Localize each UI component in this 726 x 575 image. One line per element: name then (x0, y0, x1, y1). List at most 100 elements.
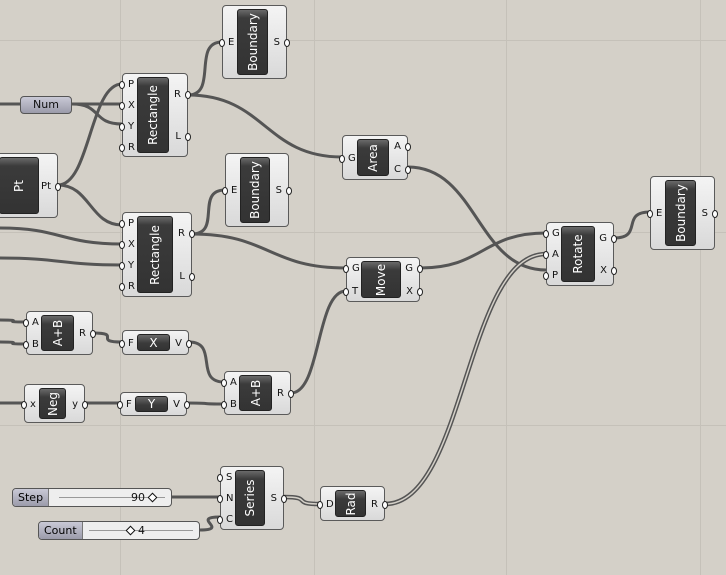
output-param-label: C (394, 163, 401, 175)
input-port[interactable] (543, 251, 549, 259)
output-port[interactable] (405, 143, 411, 152)
input-port[interactable] (119, 262, 125, 271)
input-port[interactable] (217, 516, 223, 525)
slider-knob[interactable] (125, 525, 136, 536)
slider-knob[interactable] (147, 492, 158, 503)
input-port[interactable] (343, 287, 349, 296)
wire (57, 82, 123, 187)
input-port[interactable] (23, 319, 29, 327)
output-param-label: S (270, 493, 277, 504)
input-port[interactable] (23, 341, 29, 349)
input-param-label: P (552, 270, 559, 282)
wire (186, 401, 225, 406)
step-slider[interactable]: Step 90 (12, 488, 172, 507)
component-label: Boundary (245, 13, 260, 71)
input-port[interactable] (119, 339, 125, 348)
input-port[interactable] (543, 272, 549, 281)
output-param-label: R (178, 228, 185, 240)
wire (187, 93, 343, 159)
input-port[interactable] (217, 473, 223, 482)
input-port[interactable] (119, 283, 125, 292)
output-port[interactable] (185, 133, 191, 141)
output-port[interactable] (288, 390, 294, 398)
grid-line (700, 0, 701, 575)
output-port[interactable] (284, 39, 290, 47)
output-port[interactable] (611, 235, 617, 243)
input-port[interactable] (222, 187, 228, 195)
output-port[interactable] (189, 272, 195, 281)
output-param-label: L (179, 270, 185, 282)
output-port[interactable] (185, 91, 191, 99)
output-port[interactable] (82, 400, 88, 409)
output-port[interactable] (184, 401, 190, 409)
input-port[interactable] (647, 210, 653, 218)
input-port[interactable] (221, 401, 227, 409)
grid-line (0, 232, 726, 233)
output-param-label: R (79, 328, 86, 339)
input-port[interactable] (119, 143, 125, 152)
component-label: Move (374, 263, 388, 296)
output-param-label: G (599, 233, 607, 244)
grid-line (314, 0, 315, 575)
num-parameter[interactable]: Num (20, 96, 72, 114)
input-port[interactable] (221, 379, 227, 387)
count-slider[interactable]: Count 4 (38, 521, 200, 540)
input-param-label: E (656, 208, 663, 219)
input-port[interactable] (343, 265, 349, 274)
input-port[interactable] (119, 240, 125, 249)
input-param-label: A (32, 317, 39, 328)
input-port[interactable] (317, 500, 323, 509)
component-label: Y (147, 397, 156, 411)
input-param-label: T (352, 285, 359, 297)
output-port[interactable] (286, 187, 292, 195)
input-param-label: P (128, 78, 135, 90)
output-port[interactable] (186, 339, 192, 348)
output-port[interactable] (417, 265, 423, 274)
output-port[interactable] (417, 287, 423, 296)
output-port[interactable] (281, 495, 287, 503)
input-port[interactable] (119, 219, 125, 228)
output-port[interactable] (611, 267, 617, 275)
input-port[interactable] (119, 122, 125, 131)
output-param-label: y (72, 398, 78, 410)
input-param-label: X (128, 238, 135, 250)
input-param-label: F (128, 337, 134, 349)
input-param-label: P (128, 217, 135, 229)
input-port[interactable] (119, 80, 125, 89)
input-port[interactable] (117, 401, 123, 409)
input-param-label: B (230, 399, 237, 410)
output-port[interactable] (90, 330, 96, 338)
output-port[interactable] (189, 230, 195, 239)
input-port[interactable] (339, 154, 345, 163)
output-param-label: S (275, 185, 282, 196)
output-port[interactable] (55, 182, 61, 191)
input-port[interactable] (21, 400, 27, 409)
output-port[interactable] (712, 210, 718, 218)
input-port[interactable] (543, 229, 549, 238)
output-port[interactable] (405, 165, 411, 174)
component-nickname: Series (235, 470, 265, 526)
input-port[interactable] (219, 39, 225, 47)
input-port[interactable] (119, 101, 125, 110)
output-port[interactable] (382, 500, 388, 509)
output-param-label: S (701, 208, 708, 219)
input-port[interactable] (217, 495, 223, 503)
component-label: Pt (12, 179, 26, 192)
